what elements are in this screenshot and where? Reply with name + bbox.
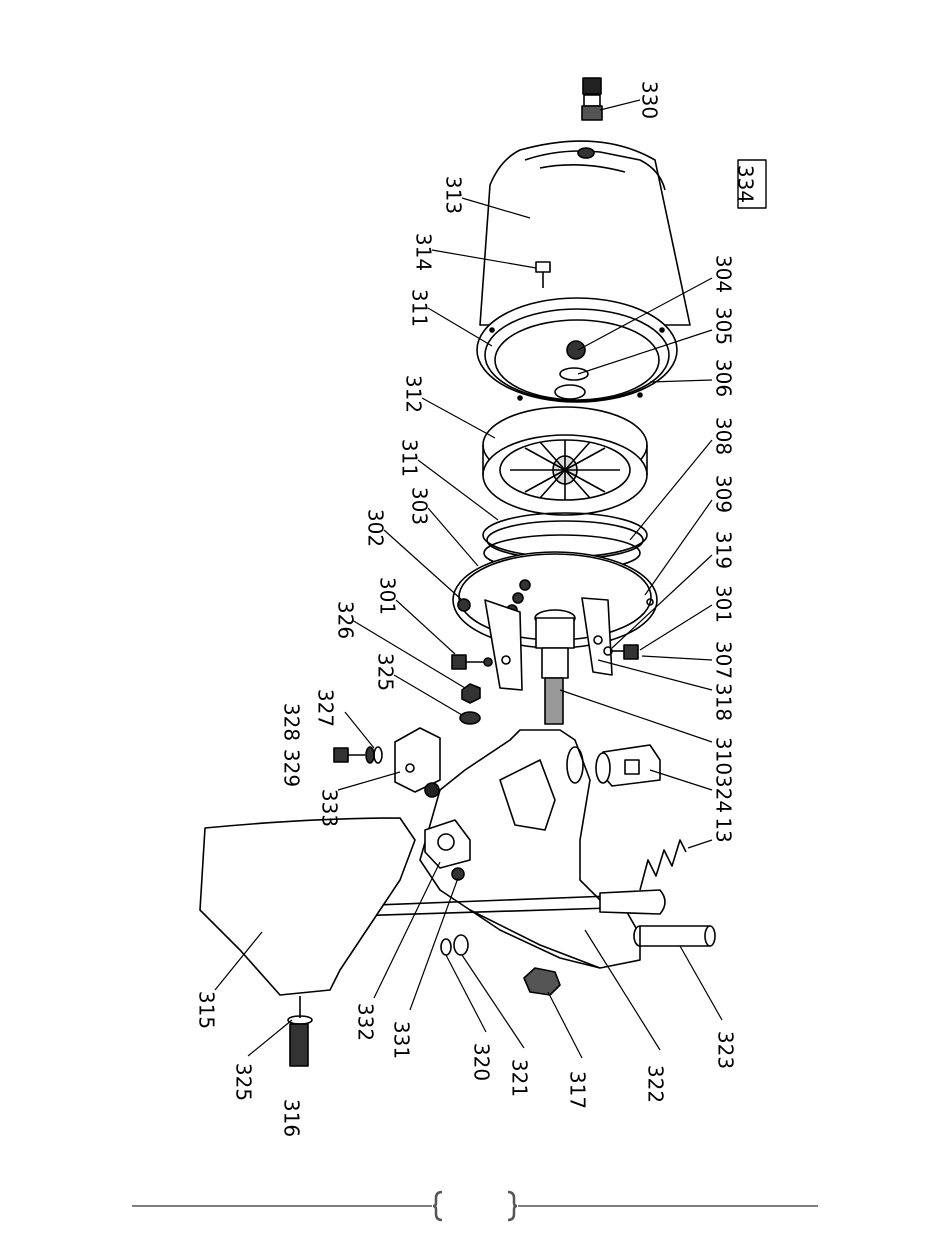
part-label: 331 (390, 1021, 414, 1059)
part-316-bolt (288, 996, 312, 1066)
part-310-shaft (535, 610, 575, 724)
part-312-rotor (483, 407, 647, 515)
part-label: 330 (638, 81, 662, 119)
part-label: 306 (712, 359, 736, 397)
part-label: 325 (232, 1063, 256, 1101)
part-label: 315 (195, 991, 219, 1029)
part-label: 311 (398, 439, 422, 477)
part-label: 311 (408, 289, 432, 327)
part-label: 318 (712, 683, 736, 721)
part-label: 13 (712, 817, 736, 842)
part-label: 304 (712, 255, 736, 293)
part-326-nut (460, 684, 480, 724)
part-label: 319 (712, 531, 736, 569)
part-label: 312 (402, 375, 426, 413)
part-label: 325 (374, 653, 398, 691)
part-label: 324 (712, 775, 736, 813)
part-329-bolt (334, 747, 382, 763)
part-label: 333 (318, 789, 342, 827)
part-label: 313 (442, 176, 466, 214)
part-label: 321 (508, 1059, 532, 1097)
part-label: 301 (376, 577, 400, 615)
part-330-fitting (582, 78, 602, 120)
assembly-code: 334 (734, 165, 758, 203)
part-label: 310 (712, 737, 736, 775)
part-label: 305 (712, 307, 736, 345)
part-label: 303 (408, 487, 432, 525)
part-label: 301 (712, 585, 736, 623)
part-label: 323 (714, 1031, 738, 1069)
part-13-spring (640, 840, 686, 890)
part-label: 314 (412, 233, 436, 271)
page-footer (132, 1192, 818, 1220)
part-label: 322 (644, 1065, 668, 1103)
part-label: 329 (280, 749, 304, 787)
part-label: 320 (470, 1043, 494, 1081)
part-323-pin (634, 926, 715, 946)
part-label: 308 (712, 417, 736, 455)
part-label: 309 (712, 475, 736, 513)
part-label: 328 (280, 703, 304, 741)
part-333-clamp (395, 728, 440, 797)
part-label: 302 (364, 509, 388, 547)
part-label: 317 (566, 1071, 590, 1109)
part-label: 316 (280, 1099, 304, 1137)
part-324-bushing (596, 745, 660, 786)
part-label: 326 (334, 601, 358, 639)
part-label: 332 (354, 1003, 378, 1041)
part-label: 327 (314, 689, 338, 727)
part-label: 307 (712, 641, 736, 679)
